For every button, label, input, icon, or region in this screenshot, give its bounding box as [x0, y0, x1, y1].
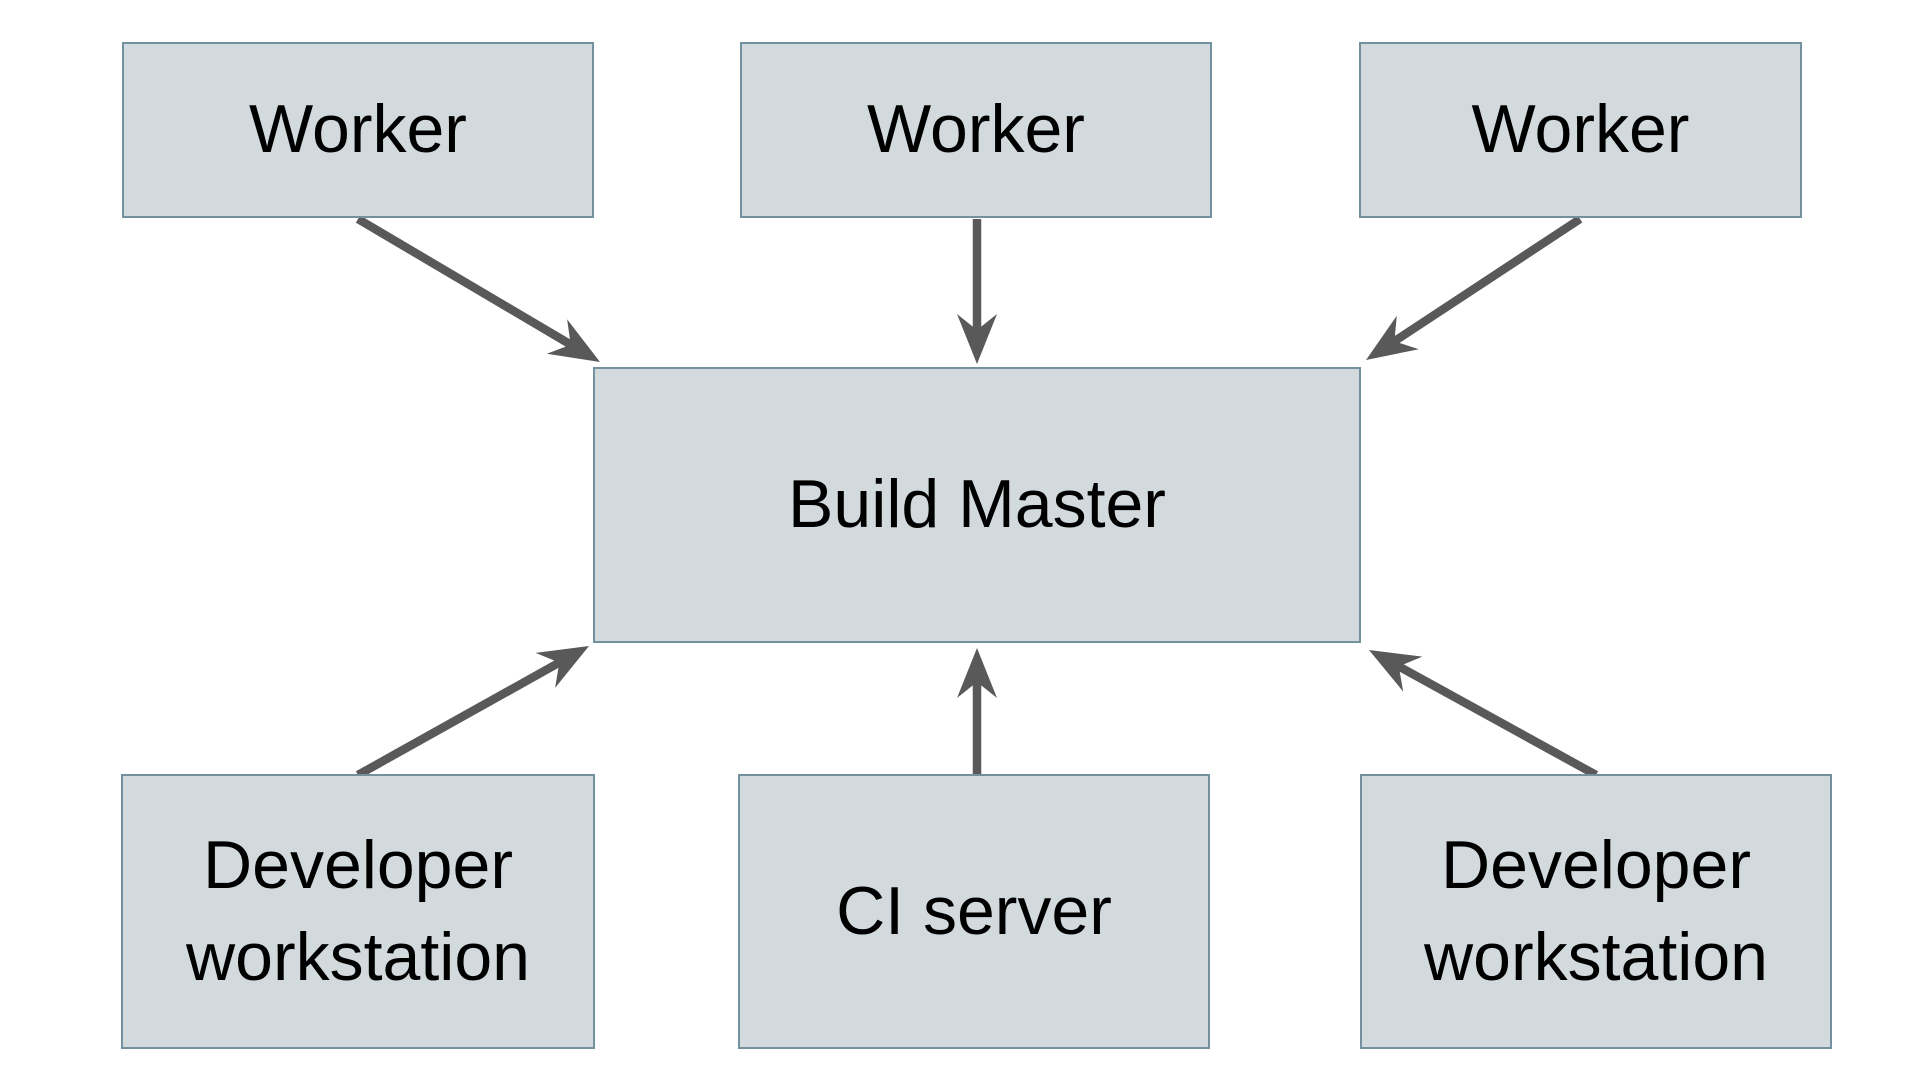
node-build-master: Build Master [593, 367, 1361, 643]
node-label: CI server [836, 872, 1112, 949]
node-developer-workstation-right: Developer workstation [1360, 774, 1832, 1049]
arrowhead-icon [1369, 650, 1423, 692]
node-label: Worker [249, 91, 467, 168]
node-label: Worker [867, 91, 1085, 168]
arrow-worker-1-to-build-master [355, 215, 600, 362]
arrowhead-icon [1366, 315, 1419, 360]
node-label: Build Master [788, 466, 1166, 543]
arrow-dev-workstation-right-to-build-master [1369, 650, 1599, 779]
arrowhead-icon [535, 646, 589, 688]
arrow-dev-workstation-left-to-build-master [355, 646, 589, 779]
node-ci-server: CI server [738, 774, 1210, 1049]
arrow-worker-3-to-build-master [1366, 215, 1583, 360]
node-label: Developer workstation [1424, 826, 1768, 995]
arrowhead-icon [957, 314, 997, 364]
node-label: Worker [1471, 91, 1690, 168]
node-worker-3: Worker [1359, 42, 1802, 218]
arrowhead-icon [546, 319, 600, 362]
node-worker-1: Worker [122, 42, 594, 218]
node-developer-workstation-left: Developer workstation [121, 774, 595, 1049]
arrow-ci-server-to-build-master [957, 648, 997, 775]
arrowhead-icon [957, 648, 997, 698]
node-label: Developer workstation [186, 826, 530, 995]
arrow-worker-2-to-build-master [957, 219, 997, 364]
node-worker-2: Worker [740, 42, 1212, 218]
